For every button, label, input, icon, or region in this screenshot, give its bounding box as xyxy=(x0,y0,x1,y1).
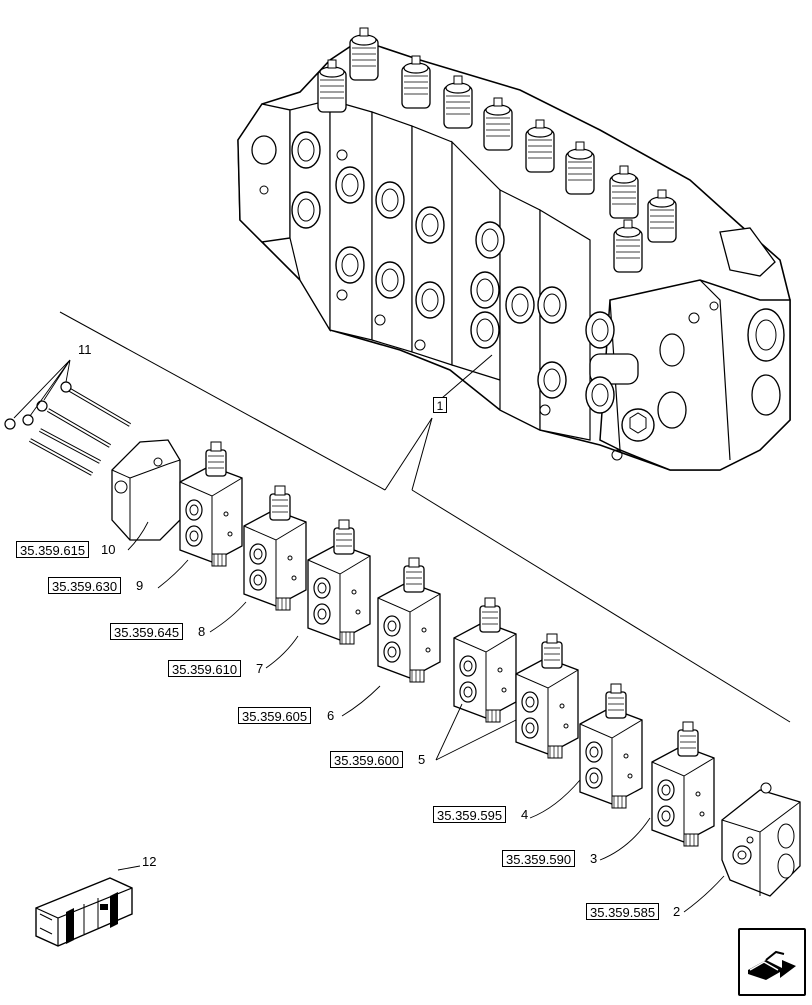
part-ref-4[interactable]: 35.359.595 xyxy=(433,806,507,823)
part-index-6: 6 xyxy=(327,708,335,723)
part-ref-10[interactable]: 35.359.615 xyxy=(16,541,90,558)
exploded-sections xyxy=(111,439,801,897)
part-index-10: 10 xyxy=(101,542,116,557)
part-index-2: 2 xyxy=(673,904,681,919)
part-ref-3[interactable]: 35.359.590 xyxy=(502,850,576,867)
valve-assembly xyxy=(237,27,791,471)
arrow-glyph xyxy=(748,950,796,980)
part-ref-2[interactable]: 35.359.585 xyxy=(586,903,660,920)
part-index-7: 7 xyxy=(256,661,264,676)
part-index-8: 8 xyxy=(198,624,206,639)
kit-index: 12 xyxy=(142,854,157,869)
part-index-5: 5 xyxy=(418,752,426,767)
leader-lines xyxy=(117,521,725,913)
next-page-arrow-icon[interactable] xyxy=(738,928,806,996)
part-ref-6[interactable]: 35.359.605 xyxy=(238,707,312,724)
part-ref-5[interactable]: 35.359.600 xyxy=(330,751,404,768)
part-ref-9[interactable]: 35.359.630 xyxy=(48,577,122,594)
guide-lines xyxy=(59,311,791,723)
bolts-index: 11 xyxy=(78,342,92,357)
part-index-3: 3 xyxy=(590,851,598,866)
part-ref-8[interactable]: 35.359.645 xyxy=(110,623,184,640)
kit-crate-icon xyxy=(35,877,133,947)
main-callout: 1 xyxy=(433,397,447,413)
part-ref-7[interactable]: 35.359.610 xyxy=(168,660,242,677)
tie-bolts xyxy=(4,359,132,476)
part-index-4: 4 xyxy=(521,807,529,822)
part-index-9: 9 xyxy=(136,578,144,593)
